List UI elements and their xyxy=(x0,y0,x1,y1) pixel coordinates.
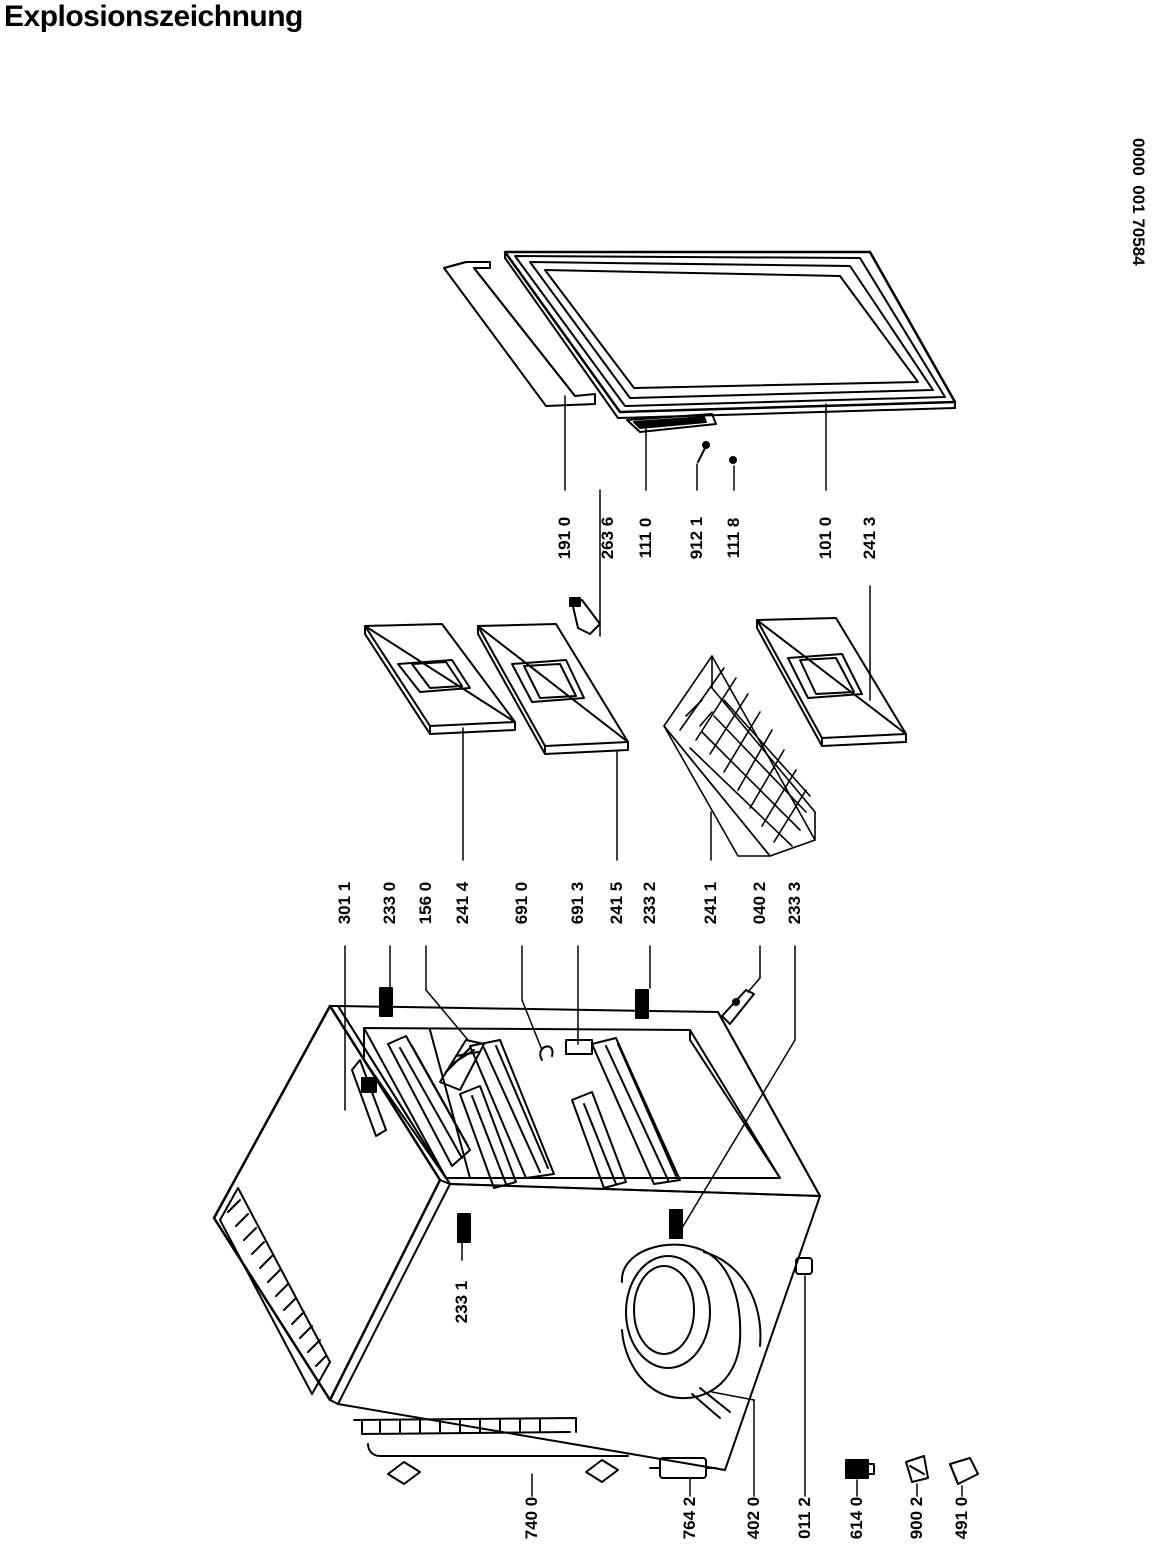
label-691-0: 691 0 xyxy=(512,881,531,925)
label-900-2: 900 2 xyxy=(907,1496,926,1540)
washer-part xyxy=(729,456,737,464)
label-301-1: 301 1 xyxy=(335,881,354,925)
condenser-part xyxy=(353,1417,629,1485)
cabinet-body xyxy=(212,987,821,1471)
drawer-cover-part-3 xyxy=(756,617,907,747)
label-740-0: 740 0 xyxy=(522,1496,541,1540)
drawer-cover-part-2 xyxy=(477,623,629,755)
foot-part xyxy=(795,1257,813,1275)
label-764-2: 764 2 xyxy=(680,1496,699,1540)
label-233-3: 233 3 xyxy=(785,881,804,925)
label-233-0: 233 0 xyxy=(380,881,399,925)
label-241-5: 241 5 xyxy=(607,881,626,925)
label-233-1: 233 1 xyxy=(452,1280,471,1324)
label-241-1: 241 1 xyxy=(701,881,720,925)
label-241-4: 241 4 xyxy=(453,881,472,925)
cable-clip-part xyxy=(905,1455,929,1483)
label-101-0: 101 0 xyxy=(816,516,835,560)
dryer-filter-part xyxy=(649,1457,717,1479)
label-263-6: 263 6 xyxy=(598,516,617,560)
relay-part xyxy=(845,1459,875,1479)
screw-part xyxy=(697,441,710,463)
label-491-0: 491 0 xyxy=(952,1496,971,1540)
label-111-0: 111 0 xyxy=(636,517,655,559)
label-691-3: 691 3 xyxy=(568,881,587,925)
door-part xyxy=(503,250,957,419)
leader-lines xyxy=(344,395,963,1497)
label-040-2: 040 2 xyxy=(750,881,769,925)
label-233-2: 233 2 xyxy=(640,881,659,925)
label-614-0: 614 0 xyxy=(847,1496,866,1540)
label-011-2: 011 2 xyxy=(795,1497,814,1539)
drawer-cover-part-1 xyxy=(364,623,516,735)
door-handle-part xyxy=(626,413,717,433)
label-111-8: 111 8 xyxy=(724,517,743,559)
wire-basket-part xyxy=(663,655,816,857)
label-241-3: 241 3 xyxy=(860,516,879,560)
page-title: Explosionszeichnung xyxy=(4,0,303,33)
label-156-0: 156 0 xyxy=(416,881,435,925)
hinge-part xyxy=(569,597,601,635)
compressor-part xyxy=(620,1243,762,1419)
label-912-1: 912 1 xyxy=(687,516,706,560)
door-seal-strip-part xyxy=(443,261,596,407)
connector-box-part xyxy=(949,1457,979,1485)
exploded-view-drawing xyxy=(212,250,979,1497)
label-191-0: 191 0 xyxy=(555,516,574,560)
label-402-0: 402 0 xyxy=(744,1496,763,1540)
